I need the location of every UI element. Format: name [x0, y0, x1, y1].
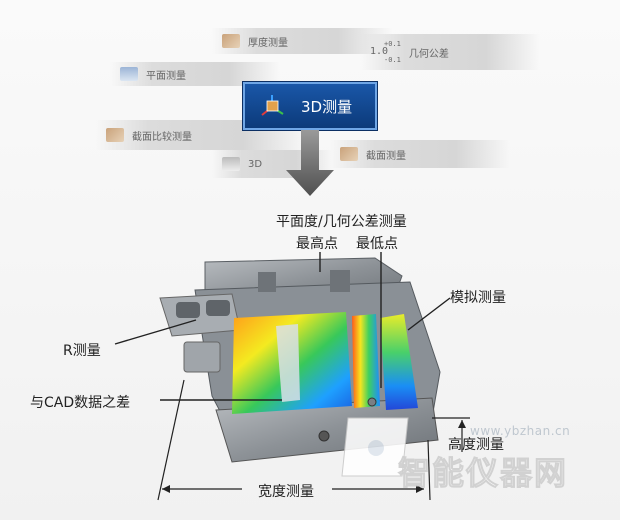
cube-axes-icon	[261, 95, 284, 116]
simulation-leader	[407, 297, 451, 331]
simulation-label: 模拟测量	[450, 290, 506, 306]
flange-slot-1	[176, 302, 200, 318]
down-arrow-icon	[286, 130, 334, 196]
section-icon	[340, 147, 358, 161]
highest-point-label: 最高点	[296, 236, 338, 252]
lowest-point-label: 最低点	[356, 236, 398, 252]
geometric-tolerance-tile[interactable]: +0.1 1.0 -0.1 几何公差	[360, 34, 540, 70]
top-notch-2	[330, 270, 350, 292]
thickness-icon	[222, 34, 240, 48]
flatness-small-label: 平面测量	[146, 70, 186, 82]
watermark-brand: 智能仪器网	[397, 454, 569, 493]
section-tile[interactable]: 截面测量	[330, 140, 510, 168]
width-ext-right	[427, 439, 431, 501]
width-label: 宽度测量	[258, 484, 314, 500]
heatmap-simulation-strip	[380, 314, 418, 410]
radius-label: R测量	[63, 343, 101, 359]
section-compare-label: 截面比较测量	[132, 131, 192, 143]
flatness-label: 平面度/几何公差测量	[276, 214, 407, 230]
flange-slot-2	[206, 300, 230, 316]
heatmap-right-pocket	[352, 314, 380, 408]
left-bracket	[183, 341, 221, 373]
geometric-tolerance-label: 几何公差	[408, 48, 449, 60]
top-notch-1	[258, 272, 276, 292]
heatmap-rib	[276, 324, 300, 402]
3d-measurement-button[interactable]: 3D测量	[243, 82, 377, 130]
width-ext-left	[157, 379, 185, 501]
watermark-logo-icon	[341, 417, 409, 477]
watermark-url: www.ybzhan.cn	[470, 424, 571, 438]
3d-measurement-label: 3D测量	[301, 97, 353, 116]
partial-3d-label: 3D	[248, 158, 263, 170]
bolt-hole	[318, 430, 330, 442]
thickness-label: 厚度测量	[248, 37, 288, 49]
section-label: 截面测量	[366, 150, 406, 162]
height-arrow-top	[458, 420, 466, 428]
cad-diff-label: 与CAD数据之差	[30, 395, 131, 411]
heatmap-hole	[367, 397, 377, 407]
flatness-icon	[120, 67, 138, 81]
section-compare-icon	[106, 128, 124, 142]
radius-leader	[114, 319, 197, 345]
width-arrow-right	[416, 485, 424, 493]
height-label: 高度测量	[448, 437, 504, 453]
partial-3d-icon	[222, 157, 240, 171]
width-arrow-left	[162, 485, 170, 493]
tolerance-icon: +0.1 1.0 -0.1	[370, 40, 401, 64]
